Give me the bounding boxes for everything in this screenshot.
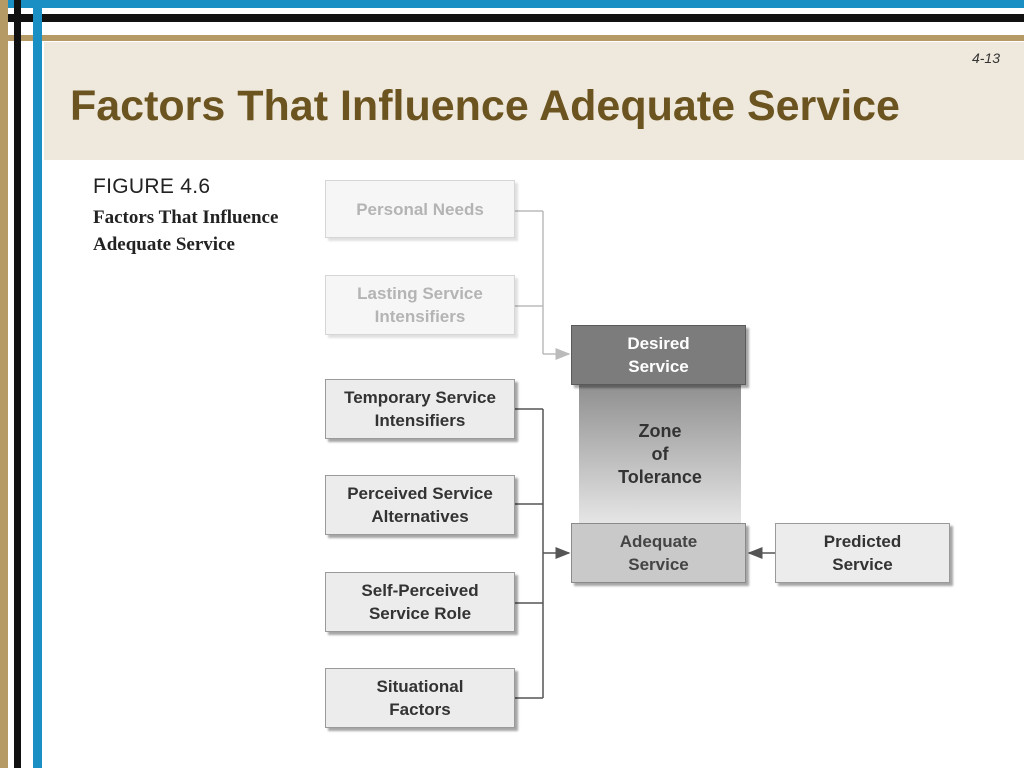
node-temporary-service-intensifiers: Temporary Service Intensifiers bbox=[325, 379, 515, 439]
top-black-stripe bbox=[0, 14, 1024, 22]
node-desired-service: Desired Service bbox=[571, 325, 746, 385]
slide-title: Factors That Influence Adequate Service bbox=[70, 82, 900, 130]
node-zone-of-tolerance: Zone of Tolerance bbox=[579, 384, 741, 524]
desired-inputs-connector bbox=[515, 210, 571, 360]
node-predicted-service: Predicted Service bbox=[775, 523, 950, 583]
left-black-stripe bbox=[14, 0, 21, 768]
left-blue-stripe bbox=[33, 0, 42, 768]
adequate-inputs-connector bbox=[515, 408, 571, 699]
node-adequate-service: Adequate Service bbox=[571, 523, 746, 583]
figure-label: FIGURE 4.6 bbox=[93, 175, 211, 198]
left-tan-stripe bbox=[0, 0, 8, 768]
node-situational-factors: Situational Factors bbox=[325, 668, 515, 728]
node-perceived-service-alternatives: Perceived Service Alternatives bbox=[325, 475, 515, 535]
node-self-perceived-service-role: Self-Perceived Service Role bbox=[325, 572, 515, 632]
node-lasting-service-intensifiers: Lasting Service Intensifiers bbox=[325, 275, 515, 335]
slide-number: 4-13 bbox=[971, 50, 1000, 66]
top-blue-stripe bbox=[0, 0, 1024, 8]
top-tan-stripe bbox=[0, 35, 1024, 41]
title-band bbox=[44, 42, 1024, 160]
figure-caption: Factors That Influence Adequate Service bbox=[93, 207, 279, 255]
node-personal-needs: Personal Needs bbox=[325, 180, 515, 238]
